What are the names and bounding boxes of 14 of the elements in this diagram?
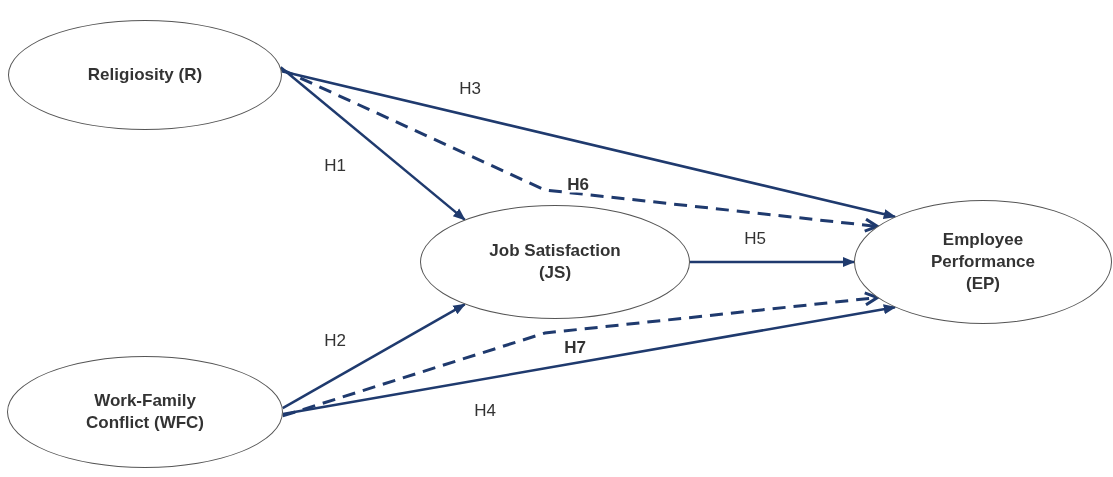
- arrow: [282, 303, 466, 410]
- construct-name: Religiosity (R): [87, 63, 203, 86]
- hypothesis-label: H7: [562, 338, 588, 356]
- hypothesis-label: H3: [457, 79, 483, 97]
- hypothesis-label: H1: [322, 156, 348, 174]
- construct-name: Job Satisfaction (JS): [488, 239, 622, 284]
- hypothesis-label: H5: [742, 229, 768, 247]
- hypothesis-label: H2: [322, 331, 348, 349]
- arrow: [690, 257, 856, 267]
- hypothesis-label: H4: [472, 401, 498, 419]
- hypothesis-label: H6: [565, 175, 591, 193]
- arrow: [279, 66, 466, 221]
- construct-name: Work-Family Conflict (WFC): [85, 389, 205, 434]
- construct-name: Employee Performance (EP): [930, 228, 1036, 296]
